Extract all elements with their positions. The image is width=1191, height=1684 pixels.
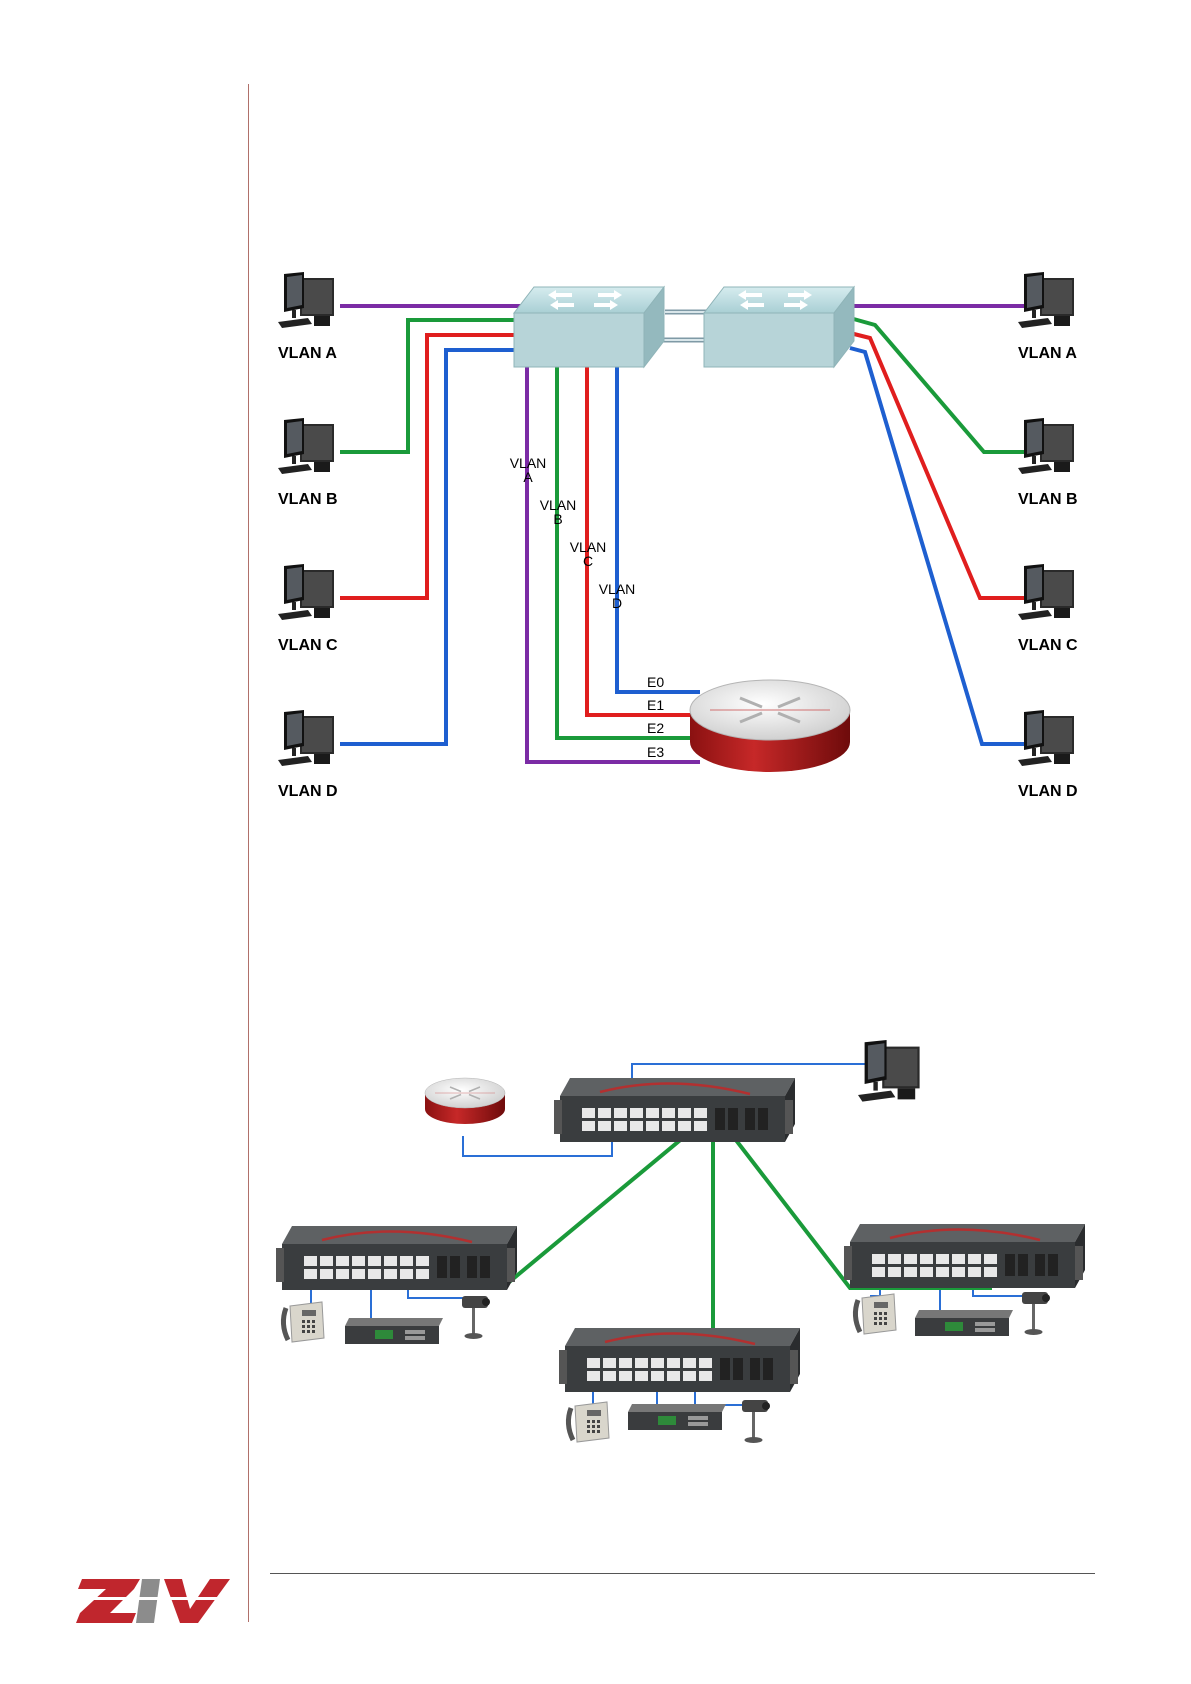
pc-icon [278, 272, 334, 328]
router-port-label: E2 [647, 720, 664, 736]
vlan-diagram: VLAN A VLAN B VLAN C VLAN D VLAN A VLAN … [278, 272, 1078, 800]
right-pc-label: VLAN D [1018, 783, 1078, 800]
pc-icon [1018, 710, 1074, 766]
camera-icon [1022, 1292, 1050, 1335]
router-port-label: E0 [647, 674, 664, 690]
trunk-vlan-label: C [583, 553, 593, 569]
router-port-label: E1 [647, 697, 664, 713]
link-left-vlan-c [340, 335, 524, 598]
router-port-label: E3 [647, 744, 664, 760]
network-topology-diagram [276, 1040, 1085, 1443]
router-icon [690, 680, 850, 772]
switch-icon [844, 1224, 1085, 1288]
left-pc-label: VLAN A [278, 345, 337, 362]
pc-icon [1018, 564, 1074, 620]
camera-icon [462, 1296, 490, 1339]
right-pc-label: VLAN C [1018, 637, 1078, 654]
left-pc-label: VLAN B [278, 491, 338, 508]
trunk-vlan-label: A [523, 469, 533, 485]
switch-1-icon [514, 287, 664, 367]
trunk-vlan-label: D [612, 595, 622, 611]
link-right-vlan-c [850, 333, 1030, 598]
link-right-vlan-d [850, 348, 1030, 744]
pc-icon [278, 564, 334, 620]
core-switch-icon [554, 1078, 795, 1142]
trunk-vlan-label: B [553, 511, 562, 527]
right-pc-label: VLAN B [1018, 491, 1078, 508]
left-pc-label: VLAN C [278, 637, 338, 654]
recorder-icon [628, 1404, 726, 1430]
right-pc-label: VLAN A [1018, 345, 1077, 362]
left-pc-label: VLAN D [278, 783, 338, 800]
phone-icon [568, 1402, 609, 1442]
recorder-icon [915, 1310, 1013, 1336]
phone-icon [283, 1302, 324, 1342]
ziv-logo [76, 1575, 232, 1627]
link-router-e3 [527, 366, 700, 762]
switch-icon [276, 1226, 517, 1290]
pc-icon [1018, 418, 1074, 474]
switch-2-icon [704, 287, 854, 367]
camera-icon [742, 1400, 770, 1443]
router-icon [425, 1078, 505, 1124]
switch-icon [559, 1328, 800, 1392]
link-left-vlan-d [340, 350, 522, 744]
recorder-icon [345, 1318, 443, 1344]
link-router-e0 [617, 366, 700, 692]
pc-icon [278, 710, 334, 766]
link-left-vlan-b [340, 320, 526, 452]
pc-icon [278, 418, 334, 474]
pc-icon [1018, 272, 1074, 328]
pc-icon [858, 1040, 920, 1102]
phone-icon [855, 1294, 896, 1334]
link-right-vlan-b [850, 318, 1030, 452]
